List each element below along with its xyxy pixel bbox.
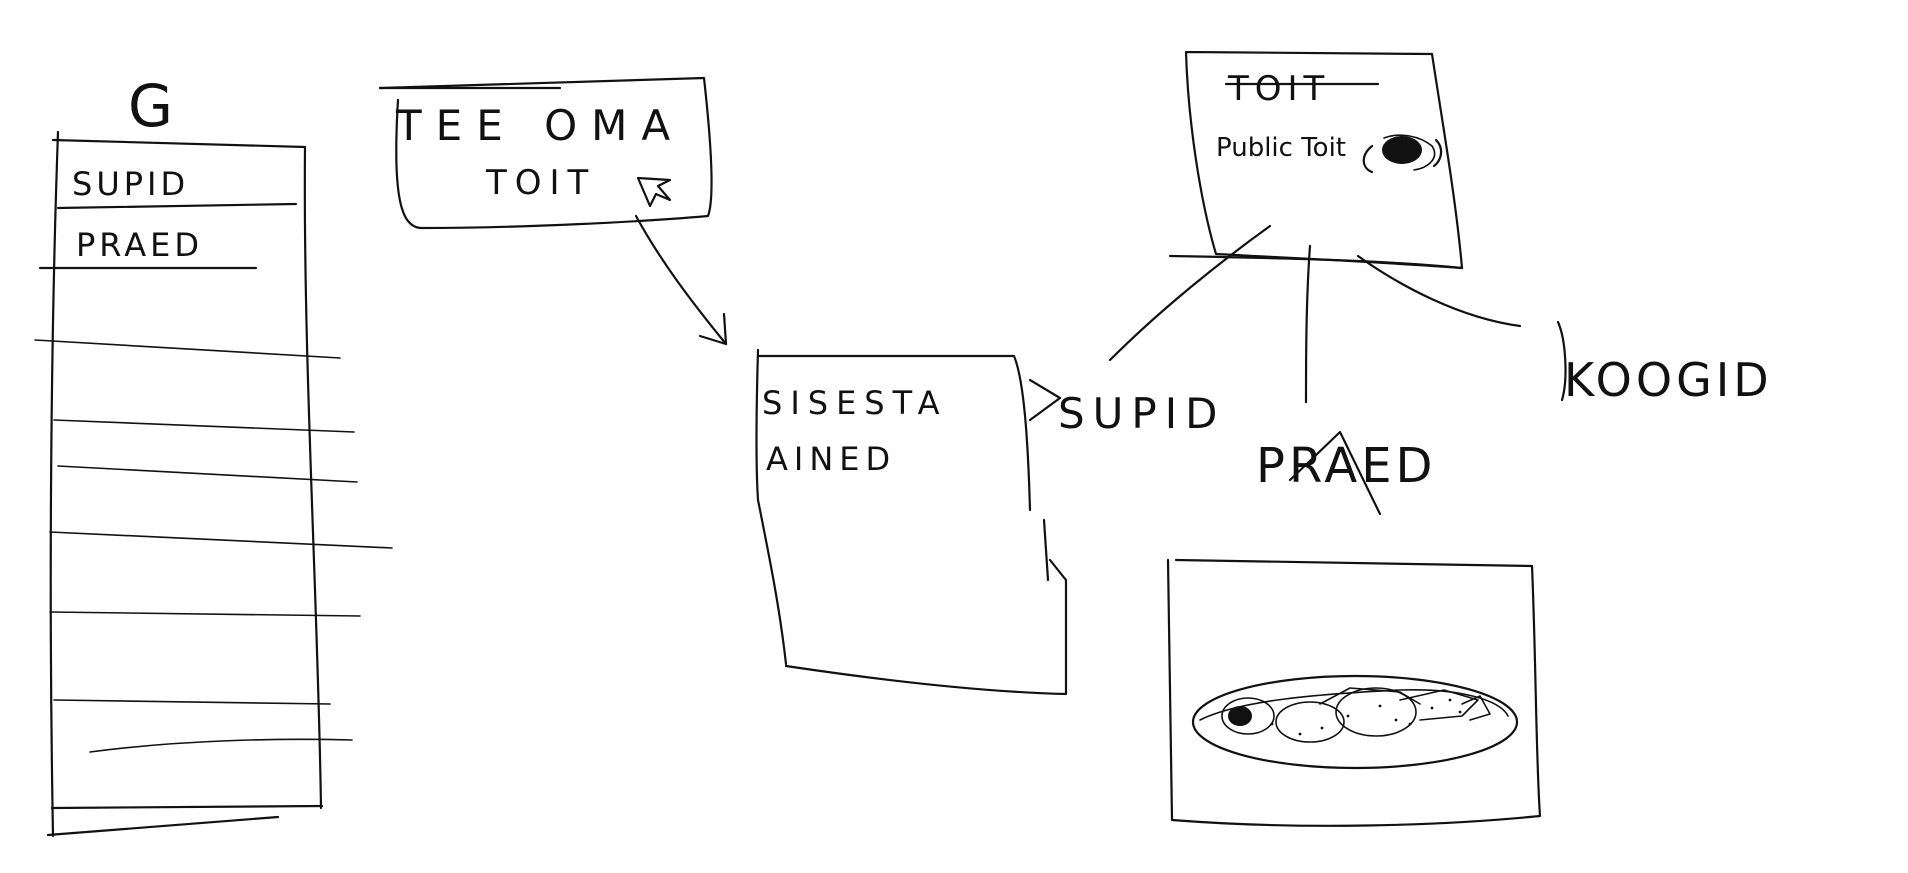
recipe-card[interactable]: TOIT Public Toit: [1168, 50, 1464, 270]
category-praed[interactable]: PRAED: [1256, 430, 1436, 516]
ingredients-panel[interactable]: SISESTA AINED: [755, 348, 1068, 696]
category-supid[interactable]: SUPID: [1028, 378, 1225, 438]
avatar-icon: [1362, 134, 1443, 174]
pointer-cursor-icon: [636, 176, 672, 208]
recipe-card-title: TOIT: [1227, 69, 1330, 109]
sidebar-list-lines: [34, 339, 393, 753]
category-koogid[interactable]: KOOGID: [1556, 320, 1773, 407]
ingredients-subtitle: AINED: [766, 440, 896, 478]
sidebar-item-label: PRAED: [76, 226, 203, 264]
ingredients-title: SISESTA: [762, 384, 948, 422]
category-branches: [1108, 224, 1522, 404]
app-logo[interactable]: G: [128, 72, 173, 140]
create-recipe-popup[interactable]: TEE OMA TOIT: [378, 76, 713, 230]
sidebar-panel: G SUPID PRAED: [34, 72, 393, 838]
sidebar-item-praed[interactable]: PRAED: [38, 226, 258, 270]
recipe-card-subtitle: Public Toit: [1216, 133, 1346, 163]
category-label: PRAED: [1256, 438, 1436, 494]
popup-title: TEE OMA: [395, 101, 684, 150]
category-label: SUPID: [1058, 389, 1225, 438]
category-label: KOOGID: [1564, 353, 1773, 407]
popup-subtitle: TOIT: [485, 163, 596, 203]
sidebar-item-label: SUPID: [72, 165, 189, 203]
food-plate-image: [1166, 558, 1542, 827]
flow-arrow: [634, 214, 728, 346]
sidebar-item-supid[interactable]: SUPID: [56, 165, 298, 210]
